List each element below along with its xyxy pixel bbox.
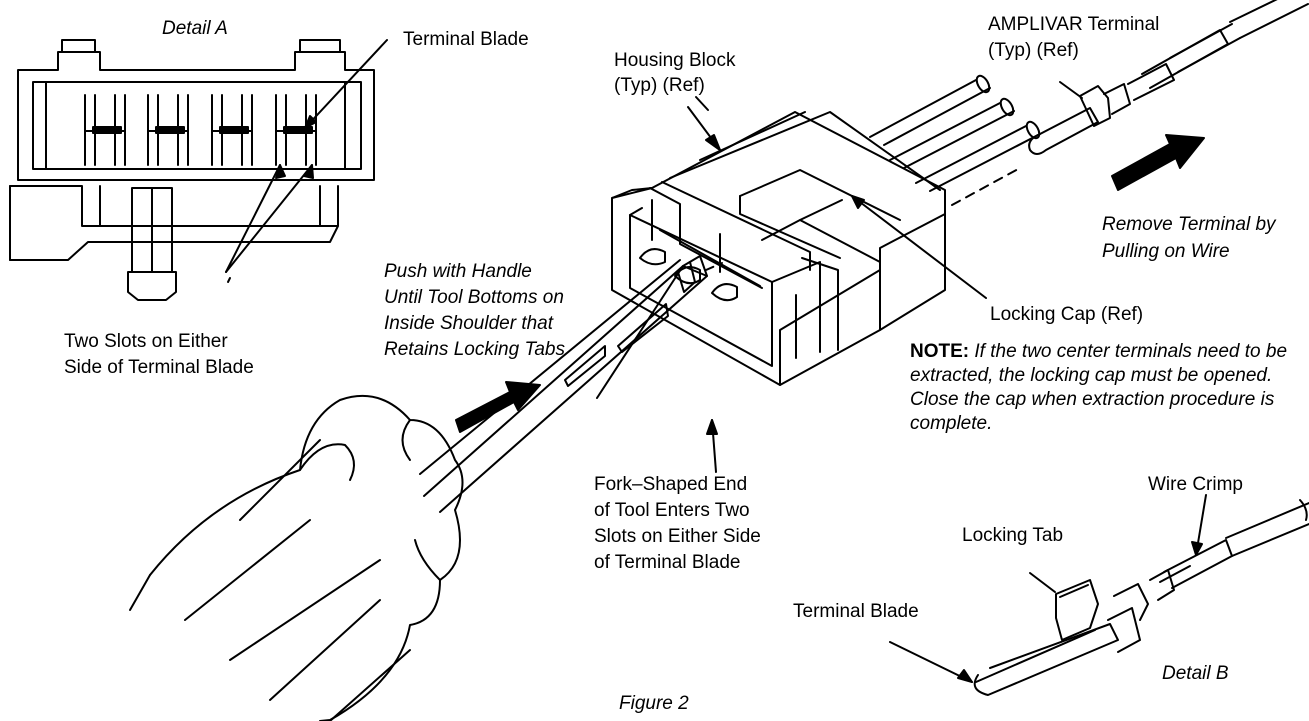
locking-tab-label: Locking Tab (962, 525, 1064, 546)
fork-label-line3: Slots on Either Side (594, 526, 761, 547)
tool-handle (129, 394, 464, 721)
amplivar-terminal (1028, 0, 1309, 155)
slots-label-line1: Two Slots on Either (64, 331, 228, 352)
push-instruction-line2: Until Tool Bottoms on (384, 287, 564, 308)
push-arrow (455, 381, 541, 433)
wire-crimp-label: Wire Crimp (1148, 474, 1243, 495)
remove-instruction-line2: Pulling on Wire (1102, 241, 1230, 262)
detail-b-title: Detail B (1162, 663, 1229, 684)
housing-label-line1: Housing Block (614, 50, 736, 71)
push-instruction-line3: Inside Shoulder that (384, 313, 554, 334)
detail-b-terminal-blade-label: Terminal Blade (793, 601, 919, 622)
note-heading: NOTE: (910, 341, 970, 362)
terminal-label-line1: AMPLIVAR Terminal (988, 14, 1160, 35)
push-instruction-line4: Retains Locking Tabs (384, 339, 565, 360)
housing-label-line2: (Typ) (Ref) (614, 75, 705, 96)
figure-caption: Figure 2 (619, 693, 689, 714)
detail-a-leaders (225, 39, 388, 283)
locking-cap-label: Locking Cap (Ref) (990, 304, 1144, 325)
note-text: If the two center terminals need to be e… (910, 341, 1288, 434)
remove-arrow (1111, 134, 1205, 191)
note-block: NOTE: If the two center terminals need t… (910, 340, 1305, 436)
remove-instruction-line1: Remove Terminal by (1102, 214, 1276, 235)
detail-b-terminal (973, 499, 1309, 696)
push-instruction-line1: Push with Handle (384, 261, 532, 282)
housing-block (611, 111, 946, 386)
detail-a-terminal-slots (84, 94, 317, 166)
fork-label-line4: of Terminal Blade (594, 552, 741, 573)
leader-arrowheads (275, 115, 1203, 683)
slots-label-line2: Side of Terminal Blade (64, 357, 254, 378)
terminal-label-line2: (Typ) (Ref) (988, 40, 1079, 61)
detail-a-terminal-blade-label: Terminal Blade (403, 29, 529, 50)
fork-label-line1: Fork–Shaped End (594, 474, 748, 495)
housing-wires (869, 74, 1041, 206)
detail-a-tool-shaft (127, 187, 177, 301)
extraction-tool (419, 255, 723, 513)
detail-a-connector-face (9, 39, 388, 301)
fork-label-line2: of Tool Enters Two (594, 500, 750, 521)
detail-a-title: Detail A (162, 18, 228, 39)
